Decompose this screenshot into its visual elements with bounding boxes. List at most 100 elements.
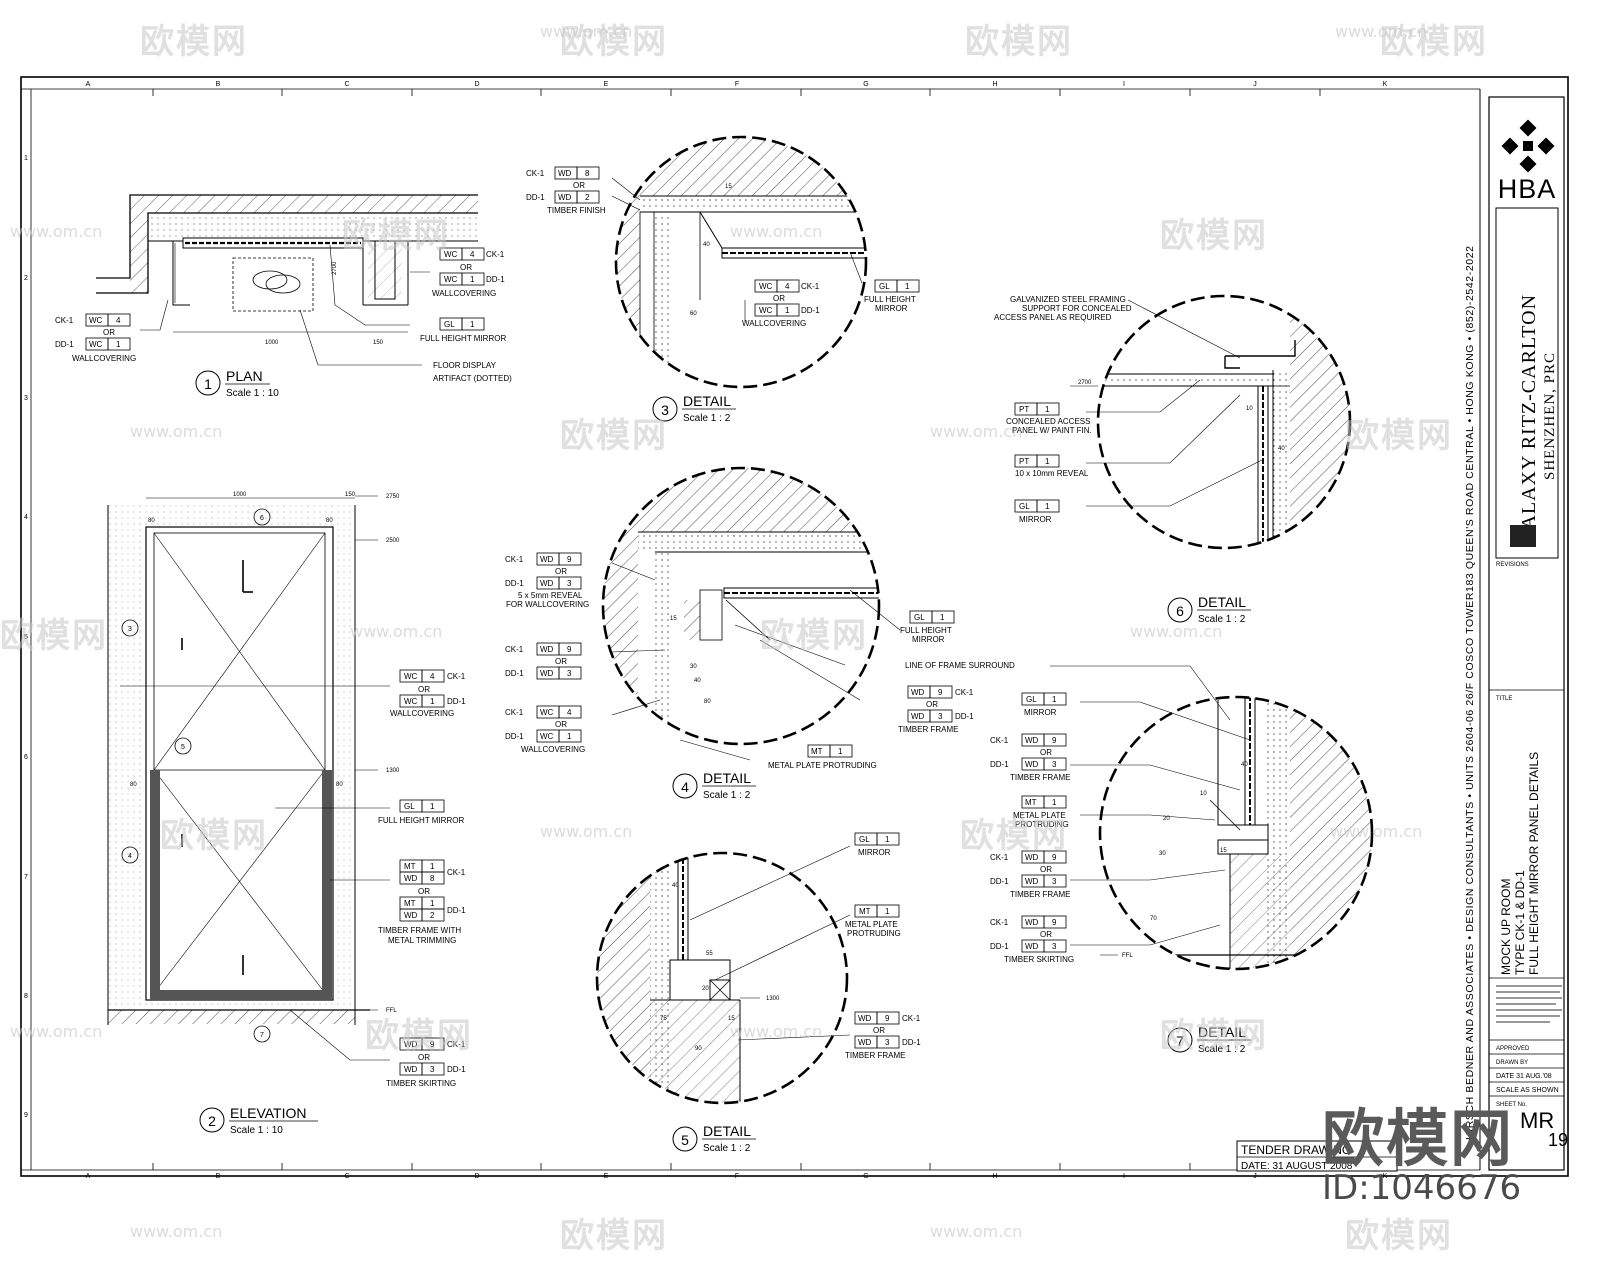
view-scale: Scale 1 : 2 [703,1143,751,1154]
svg-text:2: 2 [430,911,435,920]
svg-text:3: 3 [885,1038,890,1047]
view-number: 2 [208,1113,216,1129]
grid-col-label: I [1123,1173,1125,1180]
note-text: MIRROR [1019,515,1052,524]
note-text: GALVANIZED STEEL FRAMING [1010,295,1126,304]
note-text: WALLCOVERING [521,745,585,754]
grid-col-label: E [604,81,609,88]
tender-stamp [1236,1140,1398,1172]
tag-text: WC [89,316,103,325]
note-text: CK-1 [505,645,524,654]
svg-text:3: 3 [938,712,943,721]
tag-text: GL [879,282,890,291]
view-name: PLAN [226,368,263,384]
dim-text: 2700 [332,261,338,275]
svg-text:8: 8 [430,874,435,883]
note-text: DD-1 [990,942,1009,951]
tag-text: MT [404,862,416,871]
tag-text: WD [540,645,554,654]
tag-text: WD [1025,918,1039,927]
tag-text: WC [404,672,418,681]
dim-text: 40 [672,883,679,889]
svg-text:1: 1 [1045,502,1050,511]
note-text: OR [555,720,567,729]
note-text: OR [773,294,785,303]
note-text: FULL HEIGHT [900,626,952,635]
note-text: CK-1 [990,918,1009,927]
note-text: DD-1 [990,760,1009,769]
view-scale: Scale 1 : 2 [703,790,751,801]
note-text: TIMBER SKIRTING [1004,955,1074,964]
svg-text:1: 1 [1045,457,1050,466]
note-text: TIMBER FRAME [1010,773,1070,782]
dim-text: 1300 [386,768,400,774]
tag-text: GL [404,802,415,811]
tag-text: WD [858,1038,872,1047]
svg-text:1: 1 [885,907,890,916]
note-text: PANEL W/ PAINT FIN. [1012,426,1092,435]
tag-text: GL [914,613,925,622]
svg-text:1: 1 [838,747,843,756]
svg-text:4: 4 [116,316,121,325]
grid-columns-top: A B C D E F G H I J K [86,81,1388,88]
detail-6: 2700 10 40 GALVANIZED STEEL FRAMING SUPP… [994,294,1352,625]
grid-col-label: A [86,1173,91,1180]
svg-text:3: 3 [1052,760,1057,769]
tag-text: WD [1025,942,1039,951]
grid-row-label: 1 [24,155,28,162]
note-text: MIRROR [875,304,908,313]
svg-text:9: 9 [1052,853,1057,862]
grid-col-label: K [1383,81,1388,88]
tag-text: WC [759,282,773,291]
tag-text: WD [540,669,554,678]
svg-text:1: 1 [905,282,910,291]
watermark-id: ID:1046676 [1322,1168,1522,1208]
tag-text: GL [1019,502,1030,511]
note-text: DD-1 [990,877,1009,886]
grid-row-label: 7 [24,874,28,881]
watermark-logo: 欧模网 [1322,1102,1515,1175]
svg-text:3: 3 [430,1065,435,1074]
view-name: DETAIL [1198,594,1246,610]
dim-text: 90 [695,1046,702,1052]
note-text: OR [926,700,938,709]
note-text: DD-1 [447,906,466,915]
tag-text: WC [540,708,554,717]
svg-text:9: 9 [885,1014,890,1023]
grid-col-label: B [216,81,221,88]
drawn-by-label: DRAWN BY [1496,1060,1528,1066]
note-text: CK-1 [526,169,545,178]
tag-text: WD [404,911,418,920]
dim-text: 75 [660,1016,667,1022]
svg-text:1: 1 [885,835,890,844]
note-text: CK-1 [505,555,524,564]
tag-text: WC [444,250,458,259]
grid-col-label: G [863,1173,868,1180]
tag-text: MT [404,899,416,908]
hba-logo-icon [1501,119,1555,173]
note-text: 5 x 5mm REVEAL [518,591,583,600]
dim-text: 15 [728,1016,735,1022]
dim-text: 80 [326,518,333,524]
note-text: MIRROR [1024,708,1057,717]
note-text: LINE OF FRAME SURROUND [905,661,1015,670]
tag-text: GL [444,320,455,329]
dim-text: 2700 [1078,380,1092,386]
svg-text:1: 1 [116,340,121,349]
svg-text:1: 1 [430,862,435,871]
dim-text: 30 [690,664,697,670]
note-text: DD-1 [955,712,974,721]
note-text: CK-1 [55,316,74,325]
svg-text:3: 3 [567,579,572,588]
note-text: FULL HEIGHT MIRROR [420,334,506,343]
svg-text:1: 1 [567,732,572,741]
dim-text: 20 [1163,816,1170,822]
svg-text:4: 4 [470,250,475,259]
note-text: OR [555,567,567,576]
tag-text: WC [540,732,554,741]
note-text: WALLCOVERING [432,289,496,298]
note-text: ACCESS PANEL AS REQUIRED [994,313,1112,322]
grid-col-label: H [992,81,997,88]
tag-text: WD [404,874,418,883]
